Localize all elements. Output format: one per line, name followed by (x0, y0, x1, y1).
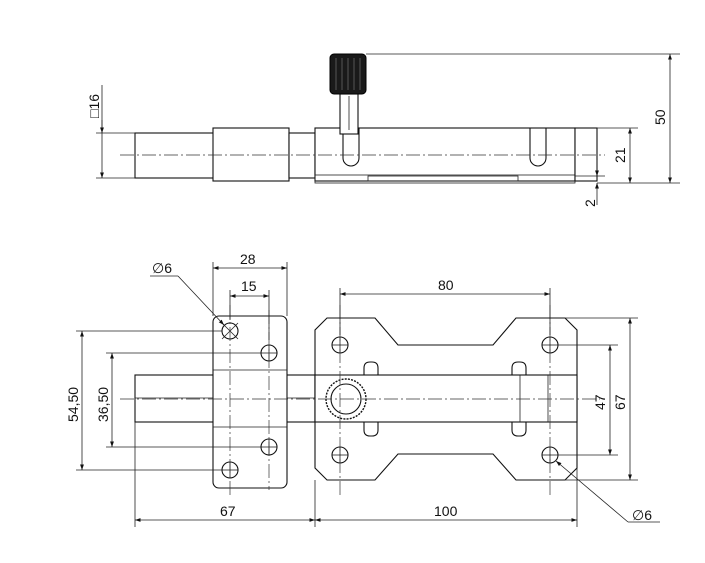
slot-bottom-left (363, 422, 379, 437)
slot-top-right (511, 361, 527, 375)
slot-bottom-right (511, 422, 527, 437)
side-view: □16 50 21 2 (86, 53, 680, 207)
slot-top-left (363, 361, 379, 375)
dim-gap-2: 2 (582, 199, 598, 207)
dim-span-80: 80 (438, 277, 454, 293)
lock-slot (529, 128, 547, 167)
dim-length-67: 67 (220, 503, 236, 519)
handle-slot (342, 128, 360, 167)
dim-height-50: 50 (652, 109, 668, 125)
dim-hole-right: ∅6 (632, 507, 652, 523)
dim-height-36-50: 36,50 (95, 387, 111, 422)
dim-square-16: □16 (86, 94, 102, 118)
dim-length-100: 100 (434, 503, 458, 519)
bolt-rod-left (134, 132, 216, 179)
guide-block (212, 127, 290, 182)
dim-height-21: 21 (612, 147, 628, 163)
dim-height-67: 67 (612, 394, 628, 410)
top-view: 28 15 ∅6 80 54,50 36,50 47 67 (65, 251, 660, 527)
dim-height-54-50: 54,50 (65, 387, 81, 422)
base-housing (314, 127, 576, 182)
dim-width-15: 15 (241, 278, 257, 294)
strike-plate (212, 315, 288, 489)
dim-width-28: 28 (240, 251, 256, 267)
dim-height-47: 47 (592, 394, 608, 410)
base-plate-recess (367, 175, 519, 182)
end-block (574, 127, 598, 182)
dim-hole-left: ∅6 (152, 260, 172, 276)
bolt-rod-mid (288, 132, 316, 179)
